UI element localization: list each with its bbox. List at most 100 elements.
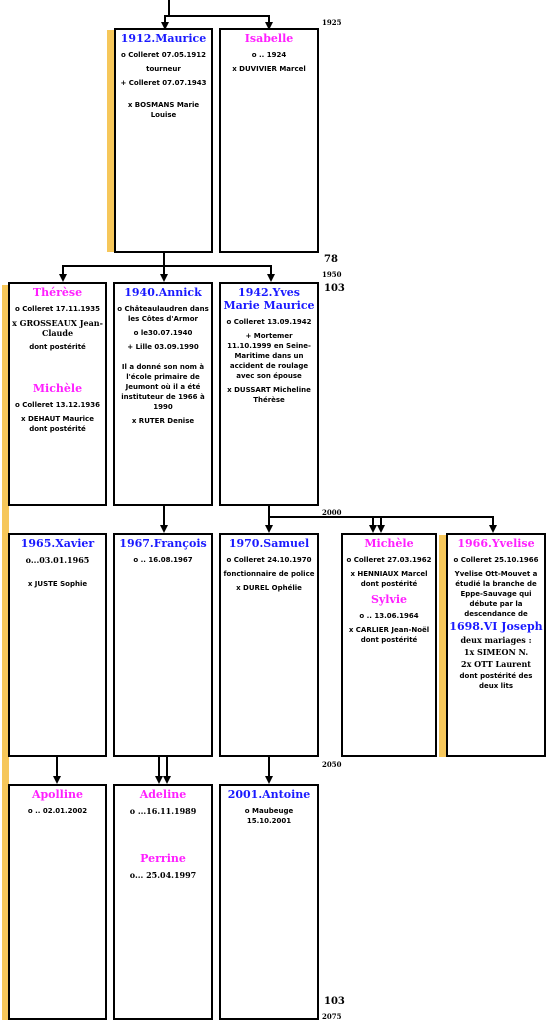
spouse-info: 2x OTT Laurent bbox=[461, 659, 531, 669]
year-2050: 2050 bbox=[322, 760, 342, 769]
person-card-maurice[interactable]: 1912.Maurice o Colleret 07.05.1912 tourn… bbox=[114, 28, 213, 253]
person-name: 1942.Yves Marie Maurice bbox=[223, 286, 315, 312]
person-name: 1966.Yvelise bbox=[457, 537, 535, 550]
connector bbox=[372, 516, 374, 526]
descendants-note: dont postérité bbox=[29, 343, 86, 351]
arrow-icon bbox=[160, 525, 168, 533]
arrow-icon bbox=[59, 274, 67, 282]
person-card-antoine[interactable]: 2001.Antoine o Maubeuge 15.10.2001 bbox=[219, 784, 319, 1020]
birth-info: o Colleret 13.12.1936 bbox=[14, 401, 100, 409]
birth-info: o Colleret 07.05.1912 bbox=[120, 51, 206, 59]
connector bbox=[56, 757, 58, 777]
arrow-icon bbox=[489, 525, 497, 533]
year-1925: 1925 bbox=[322, 18, 342, 27]
connector bbox=[164, 15, 270, 17]
death-info: + Mortemer 11.10.1999 en Seine-Maritime … bbox=[227, 332, 311, 380]
person-name: Michèle bbox=[32, 382, 83, 395]
arrow-icon bbox=[161, 22, 169, 30]
person-name: Perrine bbox=[140, 852, 186, 865]
birth-info: o .. 16.08.1967 bbox=[133, 556, 193, 564]
spouse-info: x BOSMANS Marie Louise bbox=[127, 101, 200, 119]
connector bbox=[380, 516, 382, 526]
person-card-francois[interactable]: 1967.François o .. 16.08.1967 bbox=[113, 533, 213, 757]
year-2075: 2075 bbox=[322, 1012, 342, 1021]
person-name: Thérèse bbox=[32, 286, 83, 299]
marriages-label: deux mariages : bbox=[460, 635, 532, 645]
arrow-icon bbox=[267, 274, 275, 282]
occupation: fonctionnaire de police bbox=[223, 570, 315, 578]
lineage-bar bbox=[2, 285, 9, 1020]
arrow-icon bbox=[265, 525, 273, 533]
birth-info: o .. 13.06.1964 bbox=[359, 612, 419, 620]
arrow-icon bbox=[265, 22, 273, 30]
person-card-yves[interactable]: 1942.Yves Marie Maurice o Colleret 13.09… bbox=[219, 282, 319, 506]
birth-info: o ...16.11.1989 bbox=[129, 806, 197, 816]
birth-info: o Colleret 17.11.1935 bbox=[14, 305, 100, 313]
person-card-michele-sylvie[interactable]: Michèle o Colleret 27.03.1962 x HENNIAUX… bbox=[341, 533, 437, 757]
connector bbox=[158, 757, 160, 777]
biography-note: Il a donné son nom à l'école primaire de… bbox=[121, 363, 205, 411]
birth-info: o Colleret 27.03.1962 bbox=[346, 556, 432, 564]
person-name: Sylvie bbox=[370, 593, 408, 606]
spouse-info: x GROSSEAUX Jean-Claude bbox=[12, 318, 103, 338]
connector bbox=[163, 253, 165, 267]
birth-info: o .. 1924 bbox=[251, 51, 287, 59]
person-card-apolline[interactable]: Apolline o .. 02.01.2002 bbox=[8, 784, 107, 1020]
person-card-yvelise[interactable]: 1966.Yvelise o Colleret 25.10.1966 Yveli… bbox=[446, 533, 546, 757]
arrow-icon bbox=[265, 776, 273, 784]
person-card-samuel[interactable]: 1970.Samuel o Colleret 24.10.1970 foncti… bbox=[219, 533, 319, 757]
spouse-info: x DUREL Ophélie bbox=[236, 584, 302, 592]
birth-info: o le30.07.1940 bbox=[133, 329, 193, 337]
spouse-info: x RUTER Denise bbox=[131, 417, 195, 425]
person-name: Adeline bbox=[139, 788, 187, 801]
connector bbox=[164, 15, 166, 23]
connector bbox=[163, 265, 165, 276]
person-name: 1912.Maurice bbox=[120, 32, 207, 45]
spouse-info: x HENNIAUX Marcel dont postérité bbox=[350, 570, 428, 588]
death-info: + Lille 03.09.1990 bbox=[127, 343, 199, 351]
arrow-icon bbox=[160, 274, 168, 282]
year-2000: 2000 bbox=[322, 508, 342, 517]
birth-info: o Colleret 13.09.1942 bbox=[226, 318, 312, 326]
occupation: tourneur bbox=[146, 65, 181, 73]
lineage-bar bbox=[439, 535, 447, 757]
person-name: 1965.Xavier bbox=[20, 537, 95, 550]
spouse-info: x JUSTE Sophie bbox=[27, 580, 88, 588]
person-name: Michèle bbox=[364, 537, 414, 550]
birth-info: o Colleret 25.10.1966 bbox=[453, 556, 539, 564]
person-card-xavier[interactable]: 1965.Xavier o...03.01.1965 x JUSTE Sophi… bbox=[8, 533, 107, 757]
birth-place: o Châteaulaudren dans les Côtes d'Armor bbox=[117, 305, 209, 323]
spouse-info: 1x SIMEON N. bbox=[463, 647, 529, 657]
connector bbox=[268, 757, 270, 777]
arrow-icon bbox=[163, 776, 171, 784]
death-info: + Colleret 07.07.1943 bbox=[120, 79, 207, 87]
connector bbox=[268, 15, 270, 23]
person-name: 1940.Annick bbox=[124, 286, 202, 299]
spouse-info: x DUSSART Micheline Thérèse bbox=[227, 386, 311, 404]
person-card-adeline-perrine[interactable]: Adeline o ...16.11.1989 Perrine o... 25.… bbox=[113, 784, 213, 1020]
year-1950: 1950 bbox=[322, 270, 342, 279]
arrow-icon bbox=[369, 525, 377, 533]
lineage-bar bbox=[107, 30, 115, 252]
person-card-isabelle[interactable]: Isabelle o .. 1924 x DUVIVIER Marcel bbox=[219, 28, 319, 253]
connector bbox=[62, 265, 272, 267]
page-ref: 78 bbox=[324, 254, 338, 265]
connector bbox=[268, 506, 270, 518]
descendants-note: dont postérité des deux lits bbox=[459, 672, 533, 690]
spouse-info: x CARLIER Jean-Noël dont postérité bbox=[348, 626, 430, 644]
spouse-info: x DEHAUT Maurice dont postérité bbox=[21, 415, 94, 433]
arrow-icon bbox=[377, 525, 385, 533]
connector bbox=[163, 506, 165, 526]
connector bbox=[270, 265, 272, 276]
spouse-info: x DUVIVIER Marcel bbox=[232, 65, 306, 73]
page-ref: 103 bbox=[324, 996, 345, 1007]
person-name: Apolline bbox=[31, 788, 84, 801]
person-card-therese[interactable]: Thérèse o Colleret 17.11.1935 x GROSSEAU… bbox=[8, 282, 107, 506]
research-note: Yvelise Ott-Mouvet a étudié la branche d… bbox=[454, 570, 538, 618]
birth-info: o .. 02.01.2002 bbox=[27, 807, 88, 815]
arrow-icon bbox=[155, 776, 163, 784]
connector bbox=[62, 265, 64, 276]
birth-info: o Maubeuge 15.10.2001 bbox=[244, 807, 294, 825]
person-card-annick[interactable]: 1940.Annick o Châteaulaudren dans les Cô… bbox=[113, 282, 213, 506]
ancestor-link[interactable]: 1698.VI Joseph bbox=[449, 620, 543, 633]
